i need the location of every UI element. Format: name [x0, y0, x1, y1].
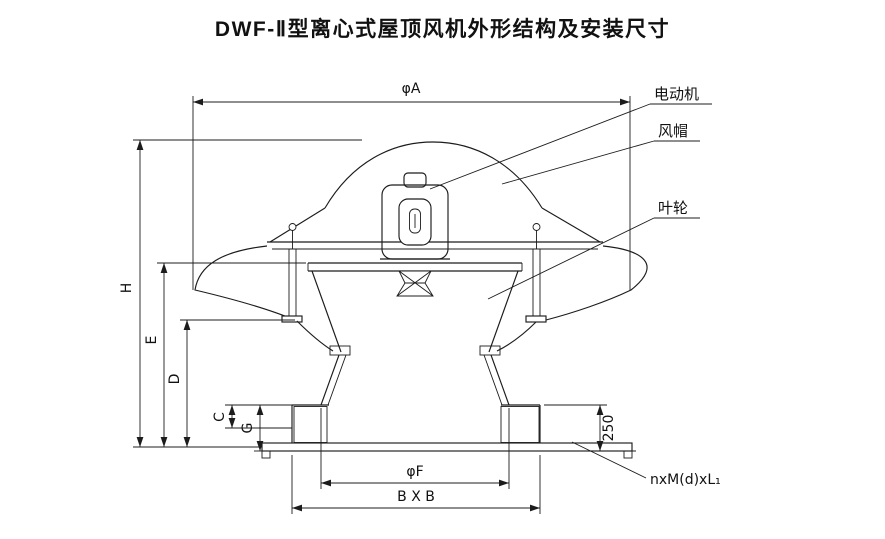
- dim-label-bxb: B X B: [397, 489, 435, 505]
- hub-lower: [396, 282, 434, 297]
- dim-label-d: D: [167, 374, 183, 385]
- cap-right-slope: [541, 207, 601, 243]
- right-bolt-head: [532, 223, 541, 231]
- duct-left-outer: [320, 354, 340, 406]
- support-posts: [281, 223, 547, 323]
- inlet-bell-left: [296, 320, 334, 352]
- right-post-foot: [525, 315, 547, 323]
- callout-wind-cap: 风帽: [501, 123, 700, 185]
- cap-dome: [324, 141, 543, 209]
- callout-impeller: 叶轮: [487, 200, 700, 300]
- impeller-label: 叶轮: [658, 200, 688, 217]
- base-assembly: [261, 404, 633, 459]
- dim-label-phi-f: φF: [406, 464, 423, 480]
- bolt-spec-label: nxM(d)xL₁: [650, 472, 721, 488]
- impeller-housing: [296, 270, 537, 356]
- leader-line: [501, 140, 655, 185]
- cap-left-slope: [269, 207, 326, 243]
- callout-motor: 电动机: [429, 86, 712, 190]
- left-post-foot: [281, 315, 303, 323]
- cap-left-skirt: [194, 245, 298, 322]
- housing-left-slant: [311, 270, 342, 353]
- leader-line: [487, 217, 655, 300]
- dim-phi-f: φF: [320, 408, 510, 489]
- duct-right-outer: [490, 354, 510, 406]
- leader-line: [571, 441, 647, 479]
- shaft-hub: [396, 270, 434, 297]
- left-bolt-head: [288, 223, 297, 231]
- hub-cross-2: [396, 270, 432, 297]
- motor-mount-plate: [307, 262, 523, 272]
- flange-tab-right: [623, 450, 633, 459]
- dim-g: G: [240, 405, 264, 452]
- motor: [380, 172, 450, 260]
- hub-upper: [398, 270, 432, 284]
- dim-h: H: [119, 139, 362, 447]
- dim-e: E: [144, 262, 306, 447]
- curb-block-right: [500, 406, 540, 443]
- dim-label-e: E: [144, 336, 160, 345]
- housing-flange-left: [329, 345, 351, 356]
- housing-flange-right: [479, 345, 501, 356]
- flange-tab-left: [261, 450, 271, 459]
- housing-right-slant: [488, 270, 519, 353]
- leader-line: [429, 103, 651, 190]
- motor-top-knob: [403, 172, 427, 188]
- hub-cross-1: [398, 270, 434, 297]
- callout-bolt-spec: nxM(d)xL₁: [571, 441, 721, 488]
- duct-right-inner: [483, 354, 503, 406]
- motor-label: 电动机: [654, 86, 699, 103]
- dim-label-phi-a: φA: [402, 81, 421, 97]
- dim-d: D: [167, 319, 295, 447]
- dim-phi-a: φA: [192, 81, 631, 290]
- inlet-bell-right: [496, 321, 537, 352]
- curb-block-left: [293, 406, 328, 443]
- dim-label-g: G: [240, 423, 256, 434]
- wind-cap: [194, 141, 648, 322]
- dim-bxb: B X B: [291, 455, 541, 514]
- dim-label-250: 250: [601, 415, 617, 442]
- wind-cap-label: 风帽: [658, 123, 688, 140]
- dim-250: 250: [544, 404, 636, 452]
- duct-left-inner: [327, 354, 347, 406]
- cap-right-skirt: [545, 245, 648, 321]
- page-title: DWF-Ⅱ型离心式屋顶风机外形结构及安装尺寸: [214, 18, 671, 41]
- inlet-duct: [320, 354, 510, 406]
- dim-label-h: H: [119, 283, 135, 294]
- dim-label-c: C: [212, 412, 228, 422]
